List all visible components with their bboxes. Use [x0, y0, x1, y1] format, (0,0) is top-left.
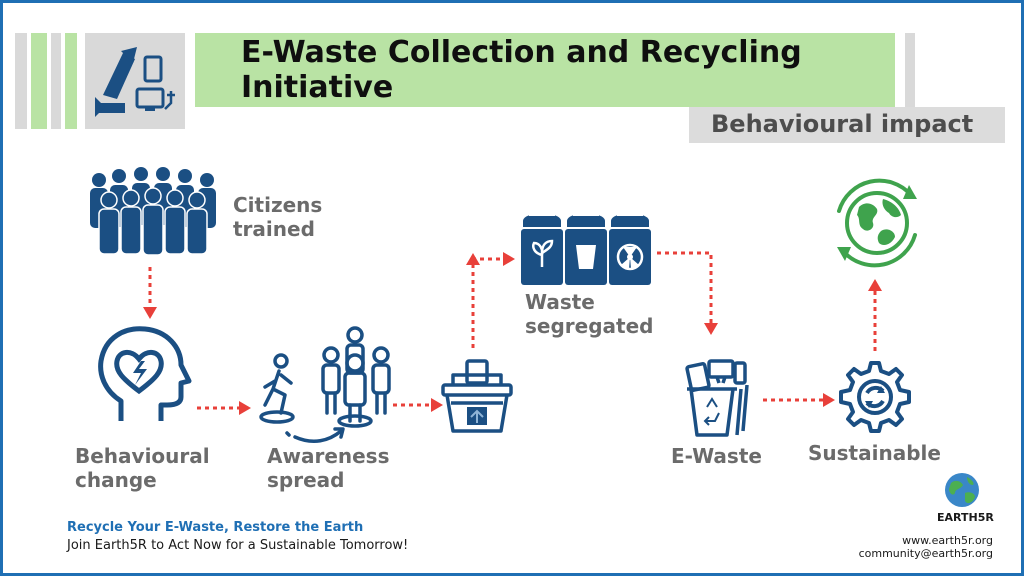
- header-stripe-green-2: [65, 33, 77, 129]
- title-band: [195, 33, 895, 107]
- step-label-e-waste: E-Waste: [671, 444, 762, 468]
- segregation-bins-icon: [521, 213, 651, 285]
- collection-basket-icon: [441, 359, 513, 433]
- people-crowd-icon: [90, 167, 216, 256]
- footer-slogan-primary: Recycle Your E-Waste, Restore the Earth: [67, 520, 364, 535]
- ewaste-recycle-icon: [95, 47, 175, 117]
- brand-logo-text: EARTH5R: [937, 511, 994, 524]
- arrow-segregation-to-ewaste: [657, 251, 713, 323]
- flow-arrows: [143, 251, 882, 415]
- page-title: E-Waste Collection and Recycling Initiat…: [241, 35, 802, 105]
- footer-email-link[interactable]: community@earth5r.org: [858, 547, 993, 560]
- page-subtitle: Behavioural impact: [711, 110, 974, 138]
- globe-cycle-icon: [837, 178, 917, 268]
- subtitle-band: [689, 107, 1005, 143]
- step-label-sustainable: Sustainable: [808, 441, 941, 465]
- recycle-gear-icon: [839, 361, 911, 433]
- footer-website-link[interactable]: www.earth5r.org: [902, 534, 993, 547]
- footer-slogan-secondary: Join Earth5R to Act Now for a Sustainabl…: [67, 538, 409, 553]
- ewaste-bin-icon: [685, 359, 749, 437]
- header-stripe-gray-3: [905, 33, 915, 107]
- header-stripe-green-1: [31, 33, 47, 129]
- people-walking-icon: [259, 326, 391, 444]
- earth-globe-icon: [945, 473, 979, 507]
- arrow-collection-to-segregation: [471, 257, 503, 348]
- header-stripe-gray-1: [15, 33, 27, 129]
- ewaste-logo-panel: [85, 33, 185, 129]
- header-stripe-gray-2: [51, 33, 61, 129]
- head-heart-icon: [98, 326, 192, 421]
